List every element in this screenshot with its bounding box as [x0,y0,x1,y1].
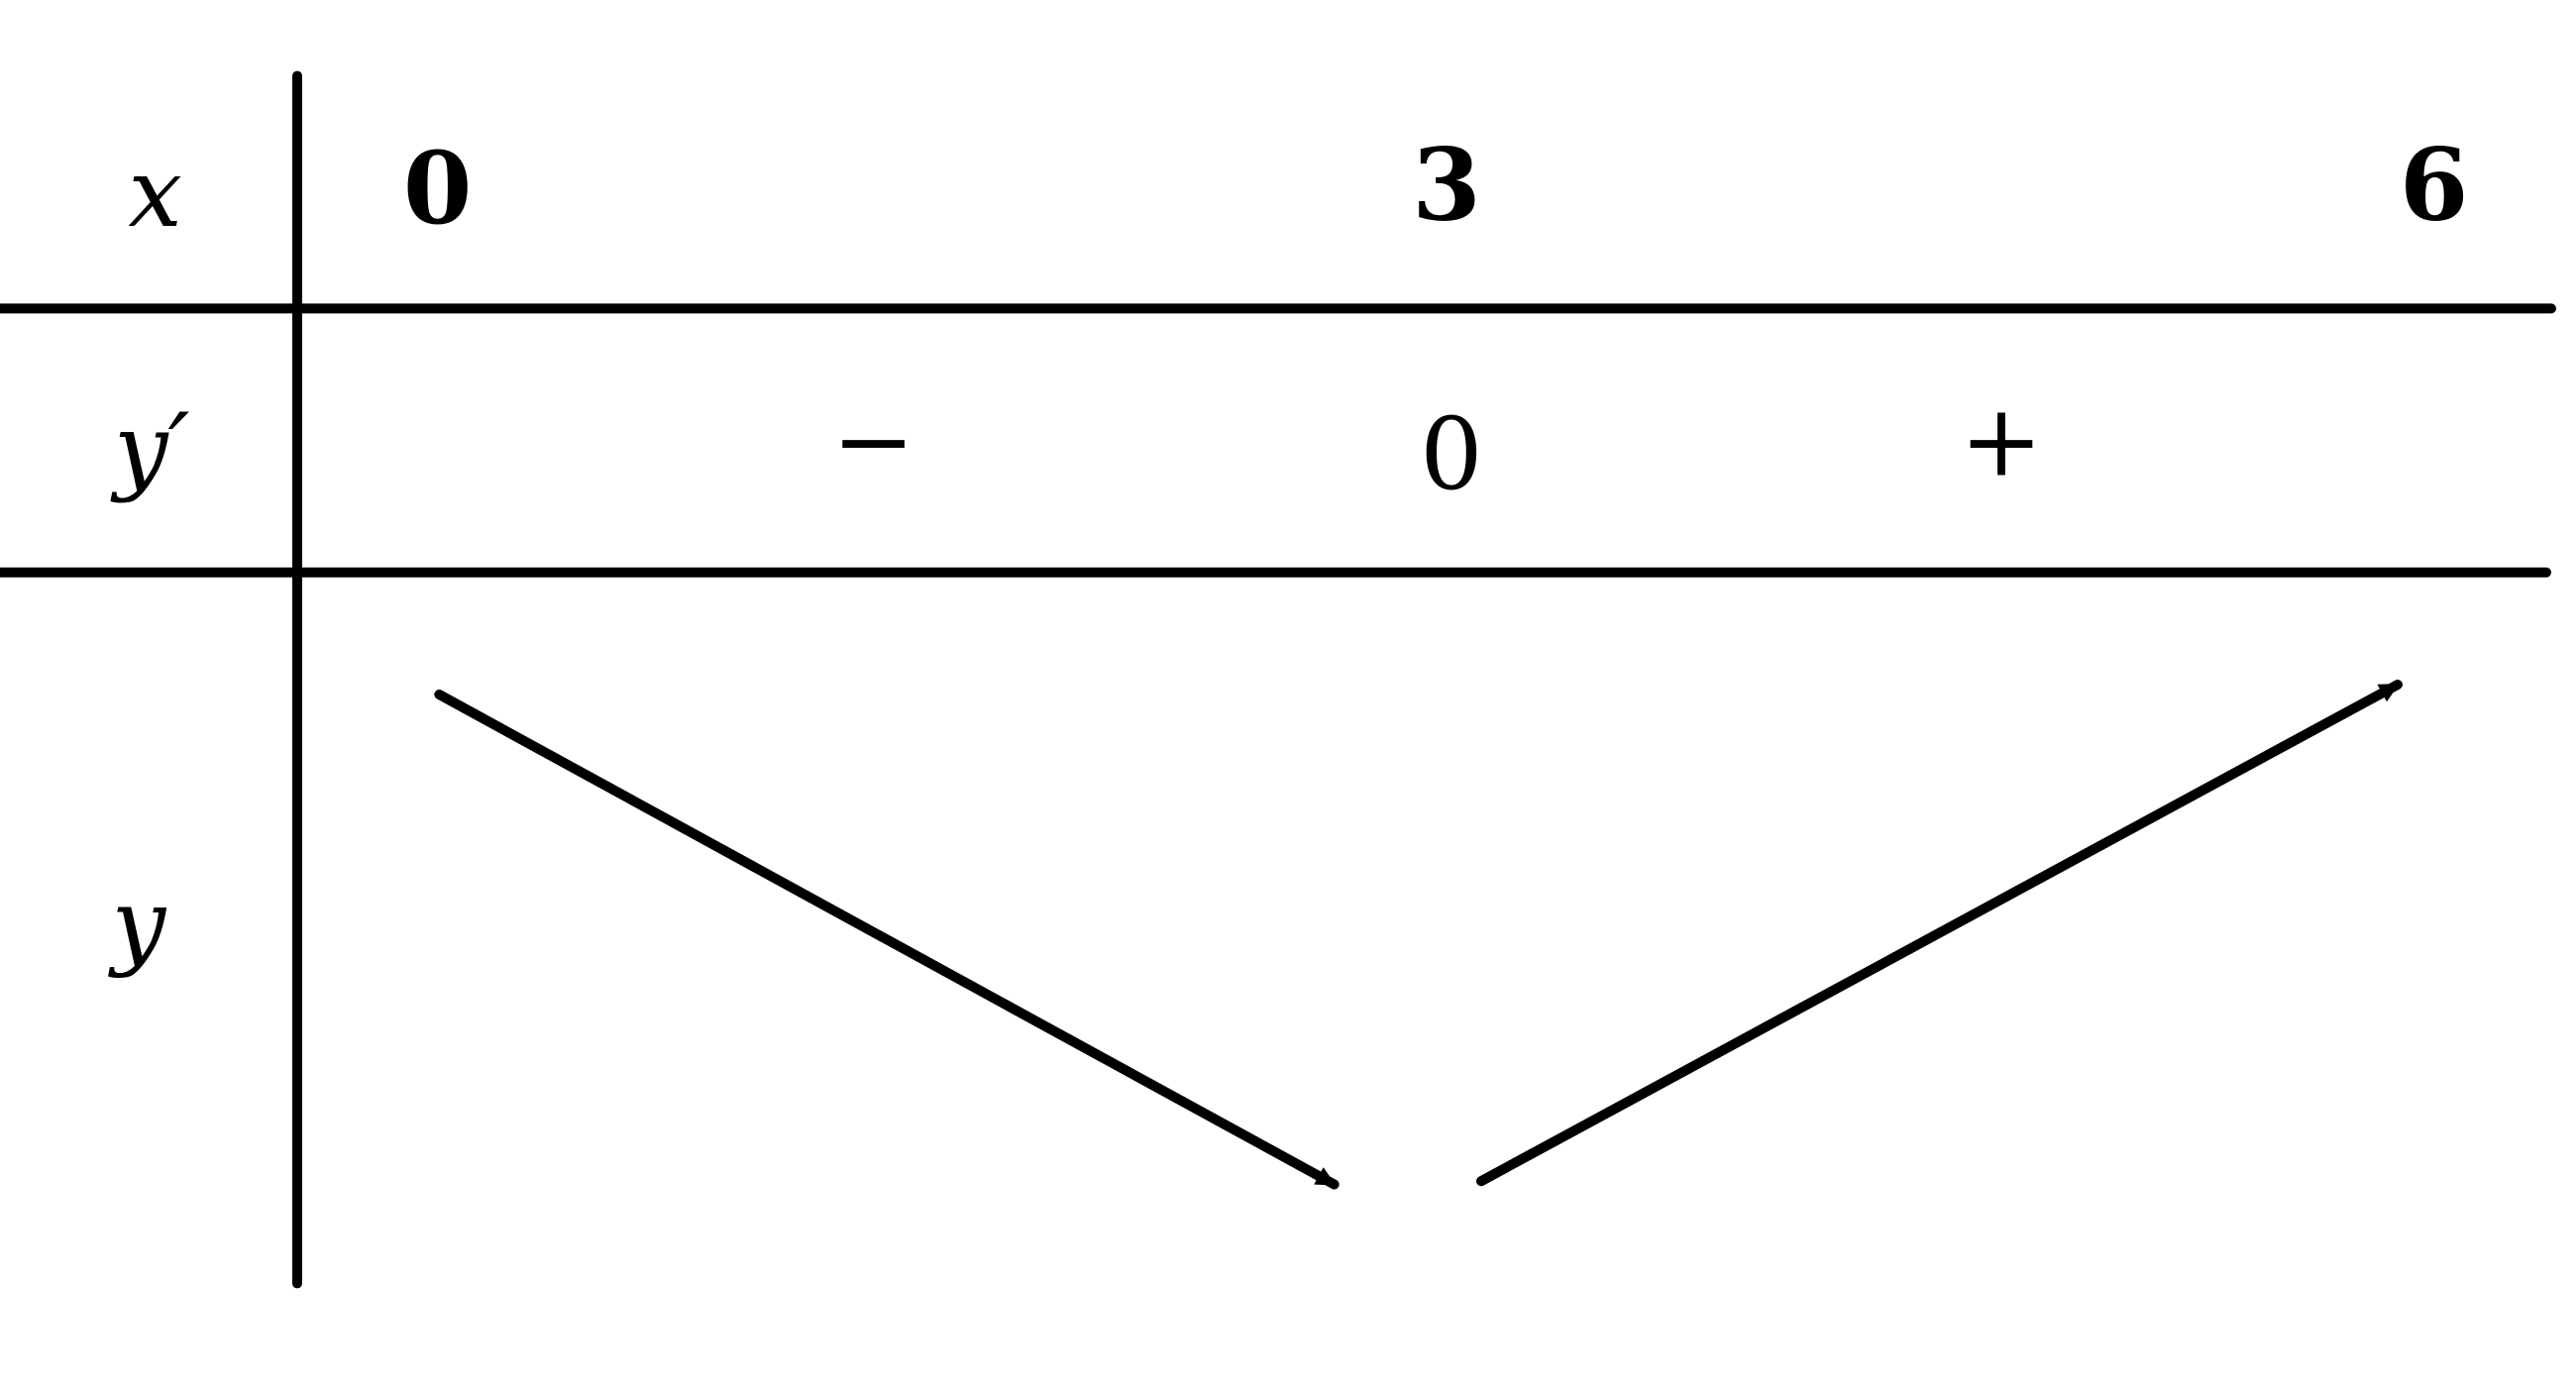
x-value-2: 6 [2400,127,2469,244]
x-value-0: 0 [403,130,473,247]
arrow-decreasing [434,690,1340,1190]
sign-plus: + [1960,383,2043,499]
x-value-1: 3 [1412,127,1481,244]
arrow-increasing [1476,680,2403,1187]
label-y: y [108,868,167,980]
label-y-prime: y′ [110,392,190,504]
sign-minus: − [832,383,915,499]
label-x: x [128,137,182,249]
sign-zero: 0 [1420,396,1483,512]
